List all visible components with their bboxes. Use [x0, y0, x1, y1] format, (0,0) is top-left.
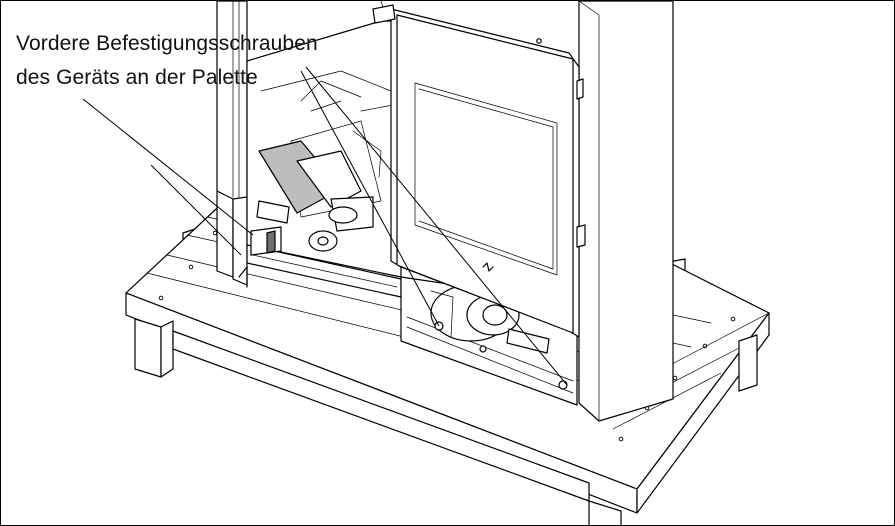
stove: [216, 1, 674, 422]
callout-label: Vordere Befestigungsschrauben des Geräts…: [16, 27, 318, 95]
callout-line-1: Vordere Befestigungsschrauben: [16, 32, 318, 55]
callout-line-2: des Geräts an der Palette: [16, 66, 258, 89]
leader-lines: [82, 66, 568, 386]
